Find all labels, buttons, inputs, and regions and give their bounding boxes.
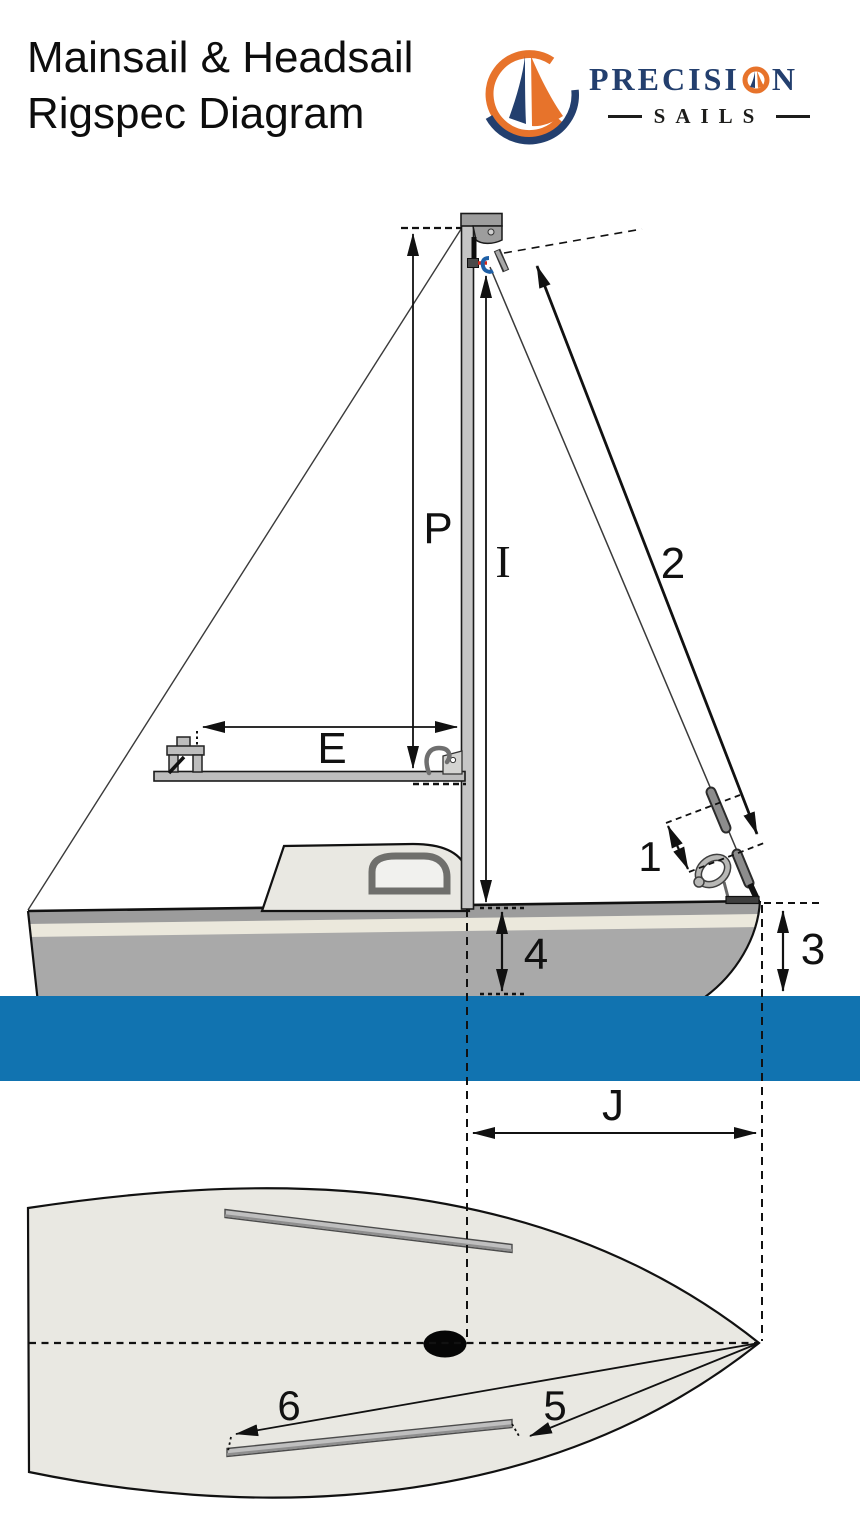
label-j: J bbox=[602, 1081, 624, 1130]
masthead-cap bbox=[460, 212, 503, 227]
outhaul-fitting bbox=[166, 736, 205, 775]
genoa-track-starboard bbox=[226, 1418, 513, 1458]
brand-name: PRECISI N bbox=[589, 61, 798, 98]
emblem-navy-swoosh bbox=[485, 89, 579, 145]
label-p: P bbox=[423, 504, 452, 553]
label-3: 3 bbox=[801, 925, 825, 974]
sailboat-emblem-icon bbox=[485, 50, 579, 145]
halyard-exit-box bbox=[467, 258, 479, 268]
forestay-swage bbox=[495, 250, 508, 271]
measure-1-arrow bbox=[667, 825, 689, 870]
brand-o-sail-icon bbox=[742, 66, 770, 94]
measure-5-arrow bbox=[529, 1342, 760, 1437]
gooseneck-fitting bbox=[424, 745, 463, 776]
hull-upper-band bbox=[28, 901, 760, 924]
title-line-1: Mainsail & Headsail bbox=[27, 33, 414, 82]
label-4: 4 bbox=[524, 930, 548, 979]
track-left-tick bbox=[227, 1436, 232, 1452]
emblem-orange-ring bbox=[485, 50, 564, 139]
bow-stem-curve bbox=[704, 900, 762, 998]
measure-2-arrow bbox=[535, 265, 759, 835]
emblem-navy-sail bbox=[509, 56, 526, 124]
masthead-forestay-ref-dashed bbox=[503, 228, 643, 254]
gooseneck-hook bbox=[424, 745, 452, 776]
measurement-arrows bbox=[202, 233, 789, 1139]
hull-paint-bands bbox=[28, 901, 760, 937]
brand-part1: PRECISI bbox=[589, 61, 740, 97]
hull-cove-stripe bbox=[28, 914, 760, 937]
bow-stem-fitting bbox=[725, 895, 760, 905]
masthead-bolt bbox=[487, 228, 495, 236]
brand-subtitle-row: SAILS bbox=[595, 104, 823, 129]
brand-part2: N bbox=[771, 61, 798, 97]
mast bbox=[460, 224, 475, 910]
halyard-crane bbox=[471, 237, 477, 260]
title-line-2: Rigspec Diagram bbox=[27, 89, 365, 138]
masthead-fitting bbox=[472, 225, 503, 245]
backstay-line bbox=[27, 225, 464, 911]
side-view bbox=[26, 212, 762, 1004]
emblem-orange-sail bbox=[531, 56, 563, 127]
right-dash bbox=[776, 115, 811, 118]
boom bbox=[153, 770, 466, 782]
stay-lower-perp-dashed bbox=[688, 842, 765, 873]
stern-edge bbox=[26, 910, 40, 1004]
measurement-labels: P I 2 E 1 4 3 J 6 5 bbox=[277, 504, 825, 1429]
label-1: 1 bbox=[638, 833, 661, 880]
cabin-window bbox=[368, 852, 451, 895]
label-e: E bbox=[317, 724, 346, 773]
track-right-tick bbox=[511, 1423, 520, 1437]
water-band bbox=[0, 996, 860, 1081]
label-5: 5 bbox=[543, 1382, 566, 1429]
genoa-track-port bbox=[224, 1208, 513, 1254]
reference-lines bbox=[196, 226, 822, 1341]
top-view bbox=[26, 1187, 761, 1499]
tack-shackle bbox=[693, 853, 732, 902]
precision-sails-logo: PRECISI N SAILS bbox=[477, 40, 837, 160]
label-2: 2 bbox=[661, 539, 685, 588]
label-6: 6 bbox=[277, 1382, 300, 1429]
stay-upper-perp-dashed bbox=[665, 794, 741, 824]
brand-subtitle: SAILS bbox=[653, 104, 765, 128]
measure-6-arrow bbox=[235, 1342, 760, 1437]
page-title: Mainsail & Headsail Rigspec Diagram bbox=[27, 30, 413, 142]
label-i: I bbox=[495, 536, 510, 587]
left-dash bbox=[607, 115, 642, 118]
halyard-shackle-blue bbox=[480, 256, 494, 274]
